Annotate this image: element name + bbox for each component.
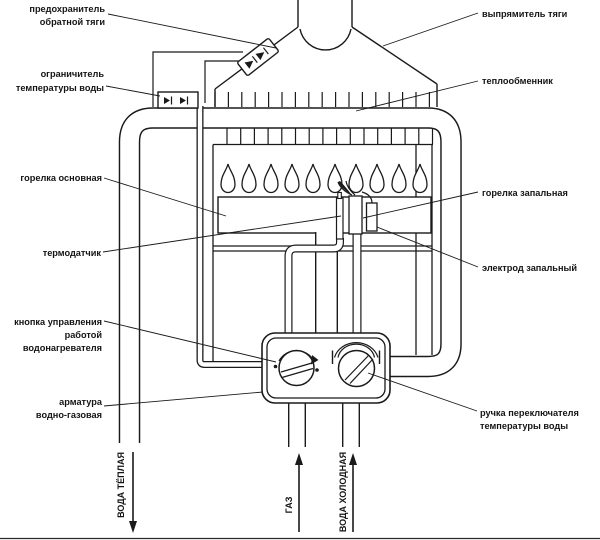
- label-control-knob-line2: работой: [65, 330, 103, 340]
- label-valve-unit-line2: водно-газовая: [36, 410, 102, 420]
- cold-water-arrow: [349, 453, 357, 532]
- leader-fuse: [107, 13, 277, 49]
- gas-arrow: [295, 453, 303, 532]
- label-limiter-line2: температуры воды: [16, 83, 104, 93]
- callout-temp-knob: ручка переключателя температуры воды: [480, 408, 579, 431]
- hood-dome: [299, 28, 352, 51]
- label-electrode: электрод запальный: [482, 263, 577, 273]
- burner-flames: [220, 163, 428, 194]
- leader-heat-exchanger: [355, 80, 479, 112]
- label-temp-knob-line1: ручка переключателя: [480, 408, 579, 418]
- label-main-burner: горелка основная: [20, 173, 102, 183]
- main-burner-box: [217, 196, 432, 234]
- sensor-wires: [152, 51, 245, 107]
- leader-main-burner: [103, 177, 227, 217]
- electrode-wire: [361, 191, 373, 204]
- temperature-knob: [331, 342, 381, 388]
- warm-water-arrow: [129, 452, 137, 533]
- label-heat-exchanger: теплообменник: [482, 76, 553, 86]
- label-thermo-sensor: термодатчик: [43, 248, 102, 258]
- leader-control-knob: [103, 320, 277, 363]
- label-fuse-line1: предохранитель: [29, 4, 105, 14]
- supply-pipes: [288, 398, 360, 447]
- label-draft: выпрямитель тяги: [482, 9, 568, 19]
- burner-feed-pipes: [284, 230, 362, 340]
- thermocouple: [335, 197, 344, 240]
- leader-limiter: [105, 85, 161, 97]
- callout-valve-unit: арматура водно-газовая: [36, 397, 103, 420]
- heat-exchanger-fins-row2: [226, 128, 434, 144]
- leader-lines: [102, 12, 479, 412]
- temperature-limiter: [157, 91, 199, 109]
- water-pipe-loop: [118, 107, 462, 443]
- limiter-duct: [196, 106, 266, 368]
- leader-pilot-burner: [362, 191, 479, 219]
- callout-control-knob: кнопка управления работой водонагревател…: [14, 317, 102, 353]
- label-warm-water: ВОДА ТЁПЛАЯ: [116, 452, 126, 518]
- leader-thermo-sensor: [102, 215, 342, 253]
- label-temp-knob-line2: температуры воды: [480, 421, 568, 431]
- label-control-knob-line3: водонагревателя: [23, 343, 102, 353]
- leader-electrode: [376, 226, 479, 268]
- pilot-flame: [338, 181, 351, 194]
- control-panel: [261, 332, 391, 404]
- pilot-burner: [348, 195, 363, 235]
- leader-draft: [382, 12, 479, 47]
- heat-exchanger-fins-row1: [214, 92, 430, 107]
- power-knob: [273, 349, 319, 387]
- label-pilot-burner: горелка запальная: [482, 188, 568, 198]
- callout-limiter: ограничитель температуры воды: [16, 69, 104, 93]
- label-limiter-line1: ограничитель: [41, 69, 105, 79]
- backdraft-fuse: [237, 38, 279, 76]
- label-fuse-line2: обратной тяги: [40, 17, 106, 27]
- label-cold-water: ВОДА ХОЛОДНАЯ: [338, 452, 348, 532]
- callout-fuse: предохранитель обратной тяги: [29, 4, 105, 27]
- flue-pipe: [297, 0, 353, 27]
- label-control-knob-line1: кнопка управления: [14, 317, 102, 327]
- leader-temp-knob: [367, 372, 478, 412]
- leader-valve-unit: [103, 391, 264, 407]
- label-valve-unit-line1: арматура: [59, 397, 103, 407]
- flow-arrows: [129, 452, 357, 533]
- label-gas: ГАЗ: [284, 496, 294, 513]
